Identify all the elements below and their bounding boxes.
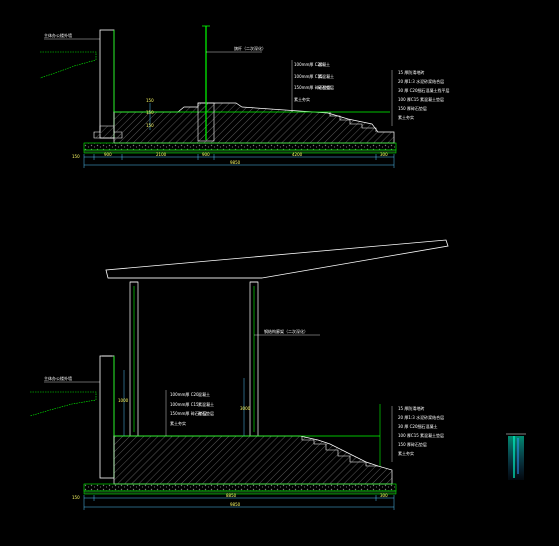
top-right-layer-2: 20 厚1:3 水泥砂浆结合层 bbox=[398, 78, 444, 84]
top-dim-3: 2100 bbox=[156, 152, 167, 157]
bottom-ground-strip bbox=[83, 490, 397, 495]
top-layer-note-1: 混凝土 bbox=[318, 61, 330, 67]
bottom-right-layer-5: 150 厚碎石垫层 bbox=[398, 441, 427, 447]
bottom-dim-2: 8850 bbox=[226, 493, 237, 498]
bottom-right-layer-3: 30 厚 C20细石混凝土 bbox=[398, 423, 438, 429]
bottom-right-layer-4: 100 厚C15 素混凝土垫层 bbox=[398, 432, 444, 438]
bottom-left-dim-1: 1000 bbox=[118, 398, 129, 403]
top-layer-2: 100mm厚 C15 bbox=[294, 74, 323, 79]
bottom-mid-dim: 3000 bbox=[240, 406, 251, 411]
bottom-layer-note-2: 素混凝土 bbox=[198, 401, 214, 407]
bottom-dim-3: 300 bbox=[380, 493, 388, 498]
bottom-building-wall bbox=[99, 355, 115, 479]
bottom-section: 150 8850 300 9850 1000 3000 主体办公楼外墙 钢结构廊… bbox=[29, 239, 449, 510]
bottom-layer-3: 150mm厚 碎石垫层 bbox=[170, 410, 207, 416]
top-left-note: 主体办公楼外墙 bbox=[44, 32, 72, 38]
top-layer-1: 100mm厚 C20 bbox=[294, 62, 323, 67]
bottom-steps bbox=[301, 436, 378, 467]
bottom-total-dim: 9850 bbox=[230, 502, 241, 507]
bottom-canopy-roof bbox=[105, 239, 449, 279]
top-right-layer-5: 150 厚碎石垫层 bbox=[398, 105, 427, 111]
top-layer-3: 150mm厚 碎石垫层 bbox=[294, 84, 331, 90]
bottom-grass-slope bbox=[29, 391, 97, 417]
top-layer-note-3: 碎石垫层 bbox=[318, 84, 334, 90]
top-dim-6: 300 bbox=[380, 152, 388, 157]
top-right-layer-6: 素土夯实 bbox=[398, 114, 414, 120]
top-dim-4: 900 bbox=[202, 152, 210, 157]
top-dim-1: 150 bbox=[72, 154, 80, 159]
top-pole-note: 旗杆（二次深化） bbox=[234, 45, 266, 51]
top-steps bbox=[329, 112, 377, 132]
top-section: 150 900 2100 900 4200 300 9850 150 150 1… bbox=[39, 25, 450, 168]
bottom-layer-note-1: 混凝土 bbox=[198, 391, 210, 397]
top-right-layer-1: 15 厚防滑地砖 bbox=[398, 69, 424, 75]
top-layer-note-2: 素混凝土 bbox=[318, 73, 334, 79]
top-right-layer-4: 100 厚C15 素混凝土垫层 bbox=[398, 96, 444, 102]
top-ground-strip bbox=[83, 149, 397, 154]
top-dim-2: 900 bbox=[104, 152, 112, 157]
top-slab-body bbox=[113, 102, 395, 144]
top-hdim-2: 150 bbox=[146, 110, 154, 115]
top-layer-4: 素土夯实 bbox=[294, 96, 310, 102]
light-glow-decoration bbox=[506, 433, 526, 480]
bottom-dim-1: 150 bbox=[72, 495, 80, 500]
top-grass-slope bbox=[39, 51, 97, 79]
bottom-layer-1: 100mm厚 C20 bbox=[170, 392, 199, 397]
bottom-right-layer-1: 15 厚防滑地砖 bbox=[398, 405, 424, 411]
bottom-right-layer-6: 素土夯实 bbox=[398, 450, 414, 456]
top-total-dim: 9850 bbox=[230, 160, 241, 165]
top-dim-5: 4200 bbox=[292, 152, 303, 157]
bottom-gravel-layer bbox=[83, 483, 397, 492]
top-right-layer-3: 30 厚 C20细石混凝土找平层 bbox=[398, 87, 450, 93]
bottom-layer-4: 素土夯实 bbox=[170, 420, 186, 426]
bottom-right-layer-2: 20 厚1:3 水泥砂浆结合层 bbox=[398, 414, 444, 420]
top-building-wall bbox=[99, 29, 115, 139]
bottom-layer-2: 100mm厚 C15 bbox=[170, 402, 199, 407]
top-hdim-3: 150 bbox=[146, 123, 154, 128]
bottom-column-note: 钢结构廊架（二次深化） bbox=[264, 328, 308, 334]
top-gravel-layer bbox=[83, 142, 397, 151]
bottom-layer-note-3: 碎石垫层 bbox=[198, 410, 214, 416]
top-hdim-1: 150 bbox=[146, 98, 154, 103]
bottom-left-note: 主体办公楼外墙 bbox=[44, 375, 72, 381]
